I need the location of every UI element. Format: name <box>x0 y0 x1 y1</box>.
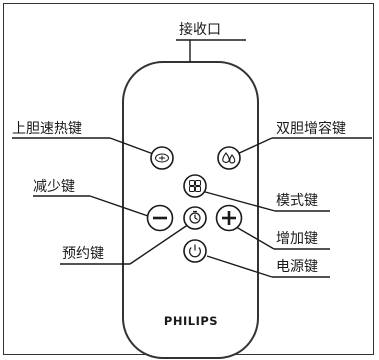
dual-boost-button[interactable] <box>217 146 241 170</box>
schedule-leader <box>129 221 193 265</box>
water-drops-icon <box>222 152 236 164</box>
upper-heat-icon <box>155 153 169 163</box>
grid-icon <box>189 180 201 192</box>
brand-logo: PHILIPS <box>164 314 218 328</box>
mode-leader <box>197 189 276 212</box>
decrease-button[interactable] <box>146 204 174 232</box>
schedule-label: 预约键 <box>62 246 104 262</box>
clock-icon <box>189 210 201 224</box>
increase-leader <box>230 223 275 250</box>
plus-icon <box>222 211 236 225</box>
decrease-leader <box>89 195 149 217</box>
mode-label: 模式键 <box>276 193 318 209</box>
mode-button[interactable] <box>183 174 207 198</box>
power-icon <box>189 244 201 258</box>
upper-heat-button[interactable] <box>150 146 174 170</box>
dual-boost-label: 双胆增容键 <box>276 121 346 137</box>
upper-heat-leader <box>109 137 157 156</box>
increase-label: 增加键 <box>276 231 318 247</box>
power-button[interactable] <box>183 239 207 263</box>
upper-heat-label: 上胆速热键 <box>12 121 82 137</box>
decrease-label: 减少键 <box>33 179 75 195</box>
leader-lines <box>12 39 372 278</box>
increase-button[interactable] <box>215 204 243 232</box>
power-label: 电源键 <box>276 259 318 275</box>
dual-boost-leader <box>234 137 273 156</box>
power-leader <box>206 255 273 278</box>
receiver-label: 接收口 <box>179 22 221 38</box>
schedule-button[interactable] <box>183 206 207 230</box>
